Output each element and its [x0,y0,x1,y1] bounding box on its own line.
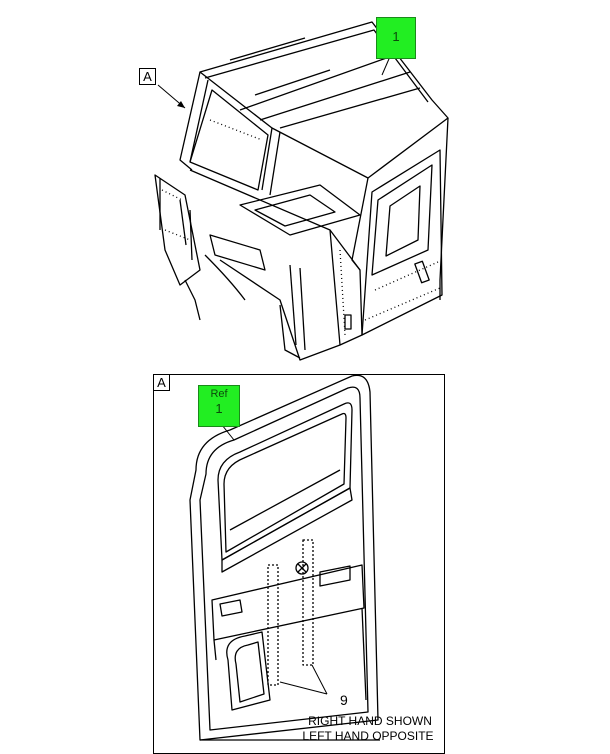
note-right-hand-shown: RIGHT HAND SHOWN [308,714,432,728]
callout-item-1[interactable]: 1 [376,17,416,59]
detail-view-label-a: A [153,374,170,391]
view-label-a: A [139,68,156,85]
callout-ref-item-1[interactable]: Ref 1 [198,385,240,427]
callout-number: 1 [392,29,400,44]
note-left-hand-opposite: LEFT HAND OPPOSITE [302,729,434,743]
part-number-9[interactable]: 9 [340,692,348,708]
callout-ref-number: 1 [215,401,223,416]
callout-ref-label: Ref [210,388,228,400]
